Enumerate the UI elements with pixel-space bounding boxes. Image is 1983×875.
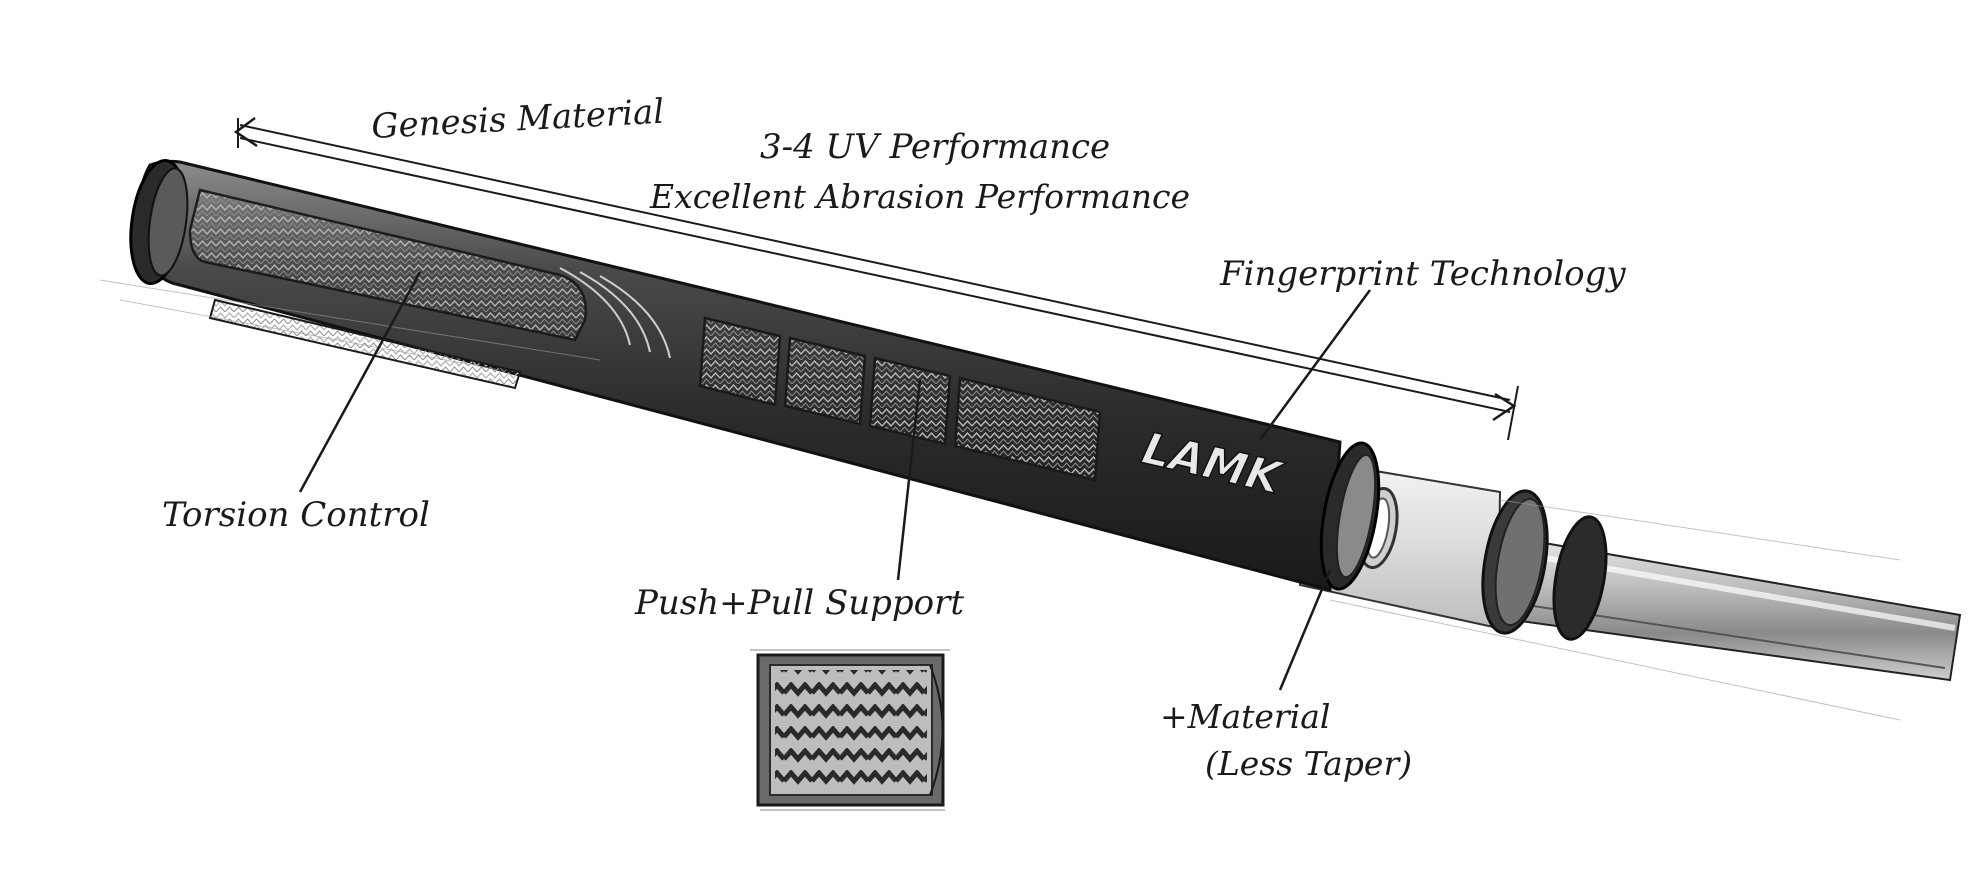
grip-body: LAMK [129,158,1381,592]
arrow-left-head-icon [233,116,258,148]
label-push-pull-support: Push+Pull Support [634,583,964,623]
label-uv-performance: 3-4 UV Performance [760,127,1110,167]
label-torsion-control: Torsion Control [162,495,430,535]
leader-push-pull [896,379,922,581]
length-arrow [233,116,1519,441]
sketch-lines [99,279,1901,721]
label-plus-material: +Material [1160,697,1330,736]
texture-inset [750,649,950,811]
label-less-taper: (Less Taper) [1205,744,1412,783]
grip-texture-blocks [698,316,1102,482]
label-abrasion-performance: Excellent Abrasion Performance [649,177,1190,216]
leader-material [1278,569,1332,691]
leader-lines [298,271,1372,691]
label-fingerprint-technology: Fingerprint Technology [1219,254,1626,294]
label-genesis-material: Genesis Material [370,92,665,147]
leader-fingerprint [1258,289,1372,441]
leader-torsion [298,271,422,493]
